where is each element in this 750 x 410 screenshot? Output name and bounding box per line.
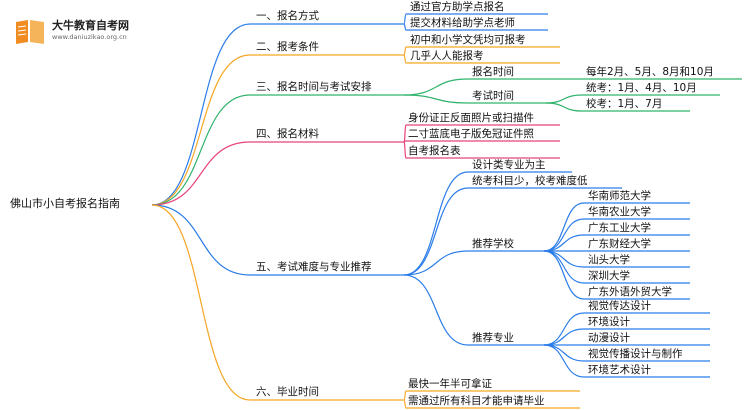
connector-line <box>403 94 469 104</box>
connector-line <box>403 171 469 276</box>
school-item: 广东财经大学 <box>588 238 651 250</box>
connector-line <box>545 94 583 104</box>
connector-line <box>403 54 407 64</box>
connector-line <box>403 250 469 276</box>
school-item: 华南师范大学 <box>588 190 651 202</box>
branch-connector <box>151 204 251 276</box>
leaf-label: 几乎人人能报考 <box>410 50 484 62</box>
connector-line <box>543 234 585 252</box>
leaf-label: 二寸蓝底电子版免冠证件照 <box>408 128 534 140</box>
connector-line <box>403 78 469 96</box>
connector-line <box>403 399 407 409</box>
connector-line <box>403 46 407 56</box>
leaf-label: 身份证正反面照片或扫描件 <box>408 112 534 124</box>
leaf-label: 自考报名表 <box>408 145 461 157</box>
branch-label: 五、考试难度与专业推荐 <box>256 261 372 273</box>
leaf-label: 统考科目少，校考难度低 <box>472 175 588 187</box>
connector-line <box>403 274 469 346</box>
connector-line <box>403 124 407 143</box>
leaf-label: 通过官方助学点报名 <box>410 1 505 13</box>
school-item: 汕头大学 <box>588 254 630 266</box>
sub-branch-label: 推荐学校 <box>472 238 514 250</box>
major-item: 环境艺术设计 <box>588 364 651 376</box>
major-item: 视觉传播设计与制作 <box>588 348 683 360</box>
connector-line <box>403 13 407 25</box>
connector-line <box>545 102 583 112</box>
branch-label: 二、报考条件 <box>256 41 319 53</box>
major-item: 视觉传达设计 <box>588 300 651 312</box>
brand-name: 大牛教育自考网 <box>52 19 129 32</box>
connector-line <box>403 23 407 31</box>
connector-line <box>543 250 585 268</box>
leaf-label: 初中和小学文凭均可报考 <box>410 34 526 46</box>
sub-branch-label: 考试时间 <box>472 90 514 102</box>
connector-line <box>403 390 407 401</box>
branch-connector <box>151 204 251 401</box>
leaf-label: 校考：1月、7月 <box>586 98 663 110</box>
leaf-label: 最快一年半可拿证 <box>408 378 492 390</box>
brand-url: www.daniuzikao.org.cn <box>52 33 127 41</box>
leaf-label: 需通过所有科目才能申请毕业 <box>408 395 545 407</box>
branch-label: 四、报名材料 <box>256 128 319 140</box>
school-item: 广东外语外贸大学 <box>588 286 672 298</box>
leaf-label: 设计类专业为主 <box>472 159 546 171</box>
connector-line <box>543 344 585 378</box>
connector-line <box>543 250 585 300</box>
book-logo-icon <box>14 18 46 46</box>
branch-connector <box>151 54 251 206</box>
connector-line <box>543 328 585 346</box>
branch-label: 一、报名方式 <box>256 10 319 22</box>
sub-branch-label: 报名时间 <box>472 66 514 78</box>
branch-label: 六、毕业时间 <box>256 386 319 398</box>
branch-connector <box>151 23 251 206</box>
sub-branch-label: 推荐专业 <box>472 332 514 344</box>
school-item: 深圳大学 <box>588 270 630 282</box>
leaf-label: 每年2月、5月、8月和10月 <box>586 66 714 78</box>
school-item: 广东工业大学 <box>588 222 651 234</box>
connector-line <box>403 141 407 159</box>
branch-label: 三、报名时间与考试安排 <box>256 81 372 93</box>
major-item: 动漫设计 <box>588 332 630 344</box>
connector-line <box>403 187 469 276</box>
school-item: 华南农业大学 <box>588 206 651 218</box>
root-node: 佛山市小自考报名指南 <box>10 197 120 210</box>
branch-connector <box>151 141 251 206</box>
leaf-label: 统考：1月、4月、10月 <box>586 82 697 94</box>
major-item: 环境设计 <box>588 316 630 328</box>
branch-connector <box>151 94 251 206</box>
connector-line <box>543 344 585 362</box>
leaf-label: 提交材料给助学点老师 <box>410 17 515 29</box>
